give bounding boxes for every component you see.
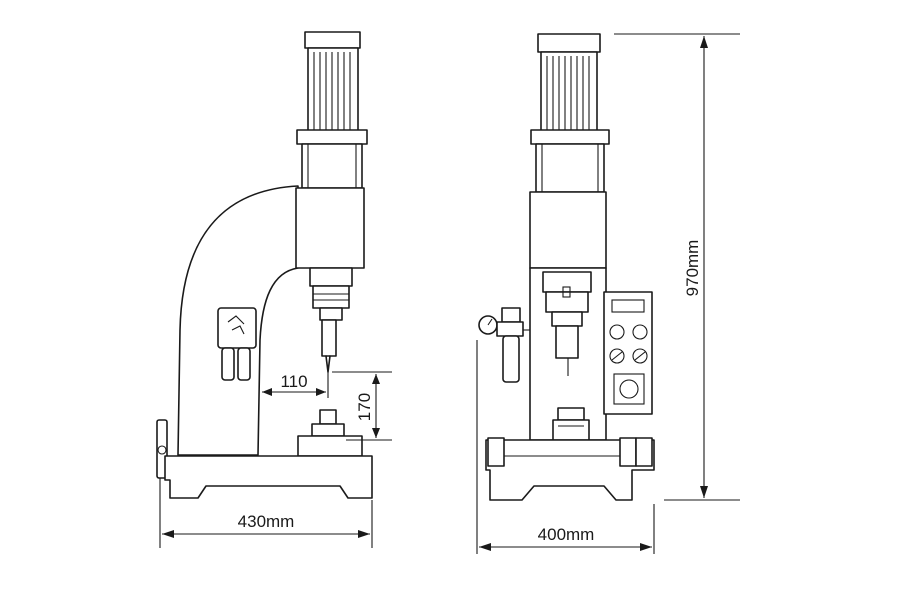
side-base bbox=[164, 455, 373, 499]
panel-knob-4 bbox=[632, 348, 648, 364]
front-motor-fins bbox=[546, 56, 590, 130]
side-column bbox=[301, 143, 363, 189]
side-spindle bbox=[312, 285, 350, 309]
front-air-regulator bbox=[478, 307, 530, 383]
side-view bbox=[156, 31, 373, 499]
front-chuck bbox=[551, 311, 583, 327]
dim-front-width: 400mm bbox=[538, 525, 595, 544]
side-spindle-top bbox=[309, 267, 353, 287]
dim-side-width: 430mm bbox=[238, 512, 295, 531]
dim-throat-depth: 110 bbox=[280, 372, 307, 391]
front-base-left-post bbox=[487, 437, 505, 467]
side-chuck bbox=[319, 307, 343, 321]
panel-button bbox=[619, 379, 639, 399]
panel-display bbox=[611, 299, 645, 313]
panel-knob-2 bbox=[632, 324, 648, 340]
side-fixture-top bbox=[319, 409, 337, 425]
dim-stroke-gap: 170 bbox=[355, 393, 374, 421]
side-motor-flange bbox=[296, 129, 368, 145]
front-motor-flange bbox=[530, 129, 610, 145]
front-column bbox=[535, 143, 605, 193]
side-fixture bbox=[311, 423, 345, 437]
side-motor-cap bbox=[304, 31, 361, 49]
front-motor-cap bbox=[537, 33, 601, 53]
side-tool bbox=[321, 319, 337, 357]
front-fixture-top bbox=[557, 407, 585, 421]
panel-knob-1 bbox=[609, 324, 625, 340]
front-head bbox=[529, 191, 607, 269]
front-spindle-top bbox=[542, 271, 592, 293]
panel-knob-3 bbox=[609, 348, 625, 364]
side-air-filter bbox=[217, 307, 257, 381]
dim-height: 970mm bbox=[683, 240, 702, 297]
front-base-right-post-2 bbox=[635, 437, 653, 467]
side-dimensions: 430mm 110 170 bbox=[159, 371, 392, 548]
side-motor-fins bbox=[313, 52, 351, 130]
side-head bbox=[295, 187, 365, 269]
front-dimensions: 400mm 970mm bbox=[476, 33, 740, 554]
side-c-frame bbox=[177, 185, 299, 456]
panel-button-frame bbox=[613, 373, 645, 405]
front-view bbox=[478, 33, 655, 501]
front-base bbox=[485, 439, 655, 501]
side-table bbox=[297, 435, 363, 457]
front-tool bbox=[555, 325, 579, 359]
front-spindle bbox=[545, 291, 589, 313]
front-fixture bbox=[552, 419, 590, 441]
side-tool-tip bbox=[325, 355, 331, 373]
front-base-right-post-1 bbox=[619, 437, 637, 467]
front-control-panel bbox=[603, 291, 653, 415]
